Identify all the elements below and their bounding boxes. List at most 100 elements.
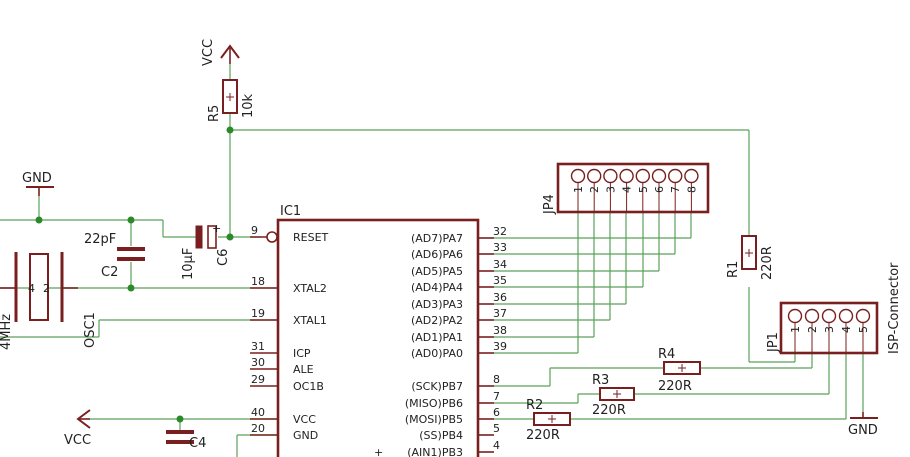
ic1-pin-label: RESET	[293, 231, 329, 244]
jp1-pin-number: 1	[789, 326, 802, 333]
ic1-pin-number: 36	[493, 291, 507, 304]
ic1-pin-number: 5	[493, 422, 500, 435]
ic1-pin-label: VCC	[293, 413, 316, 426]
jp4-pad	[570, 168, 586, 184]
jp1-pin-number: 4	[840, 326, 853, 333]
r2-name: R2	[526, 398, 543, 413]
gnd-right-label: GND	[848, 423, 878, 438]
junction	[35, 216, 43, 224]
junction	[127, 216, 135, 224]
jp1-name: JP1	[766, 332, 781, 353]
ic1-pin-label: (MISO)PB6	[405, 397, 463, 410]
jp1-pad	[855, 308, 871, 324]
ic1-pin-number: 8	[493, 373, 500, 386]
ic1-pin-label: (MOSI)PB5	[405, 413, 463, 426]
inversion-bubble	[266, 231, 278, 243]
resistor-r2: R2 220R	[526, 398, 571, 443]
crystal-pin-label: 4	[28, 282, 35, 295]
vcc-left-label: VCC	[64, 433, 91, 448]
r4-value: 220R	[658, 379, 692, 394]
capacitor-c2: 22pF C2	[84, 232, 145, 280]
capacitor-c4: C4	[166, 430, 206, 451]
ic1-pin-label: (SCK)PB7	[411, 380, 463, 393]
crystal-pin-label: 2	[43, 282, 50, 295]
ic1-pin-number: 38	[493, 324, 507, 337]
vcc-left-symbol: VCC	[64, 409, 91, 448]
ic1-pin-number: 34	[493, 258, 507, 271]
jp1-pin-number: 5	[857, 326, 870, 333]
ic1-pin-label: ICP	[293, 347, 311, 360]
ic1-pin-number: 35	[493, 274, 507, 287]
ic1-pin-number: 4	[493, 439, 500, 452]
r1-name: R1	[726, 261, 741, 278]
r4-name: R4	[658, 347, 675, 362]
ic1-pin-label: (AD0)PA0	[411, 347, 463, 360]
jp4-pin-number: 4	[621, 186, 634, 193]
c2-name: C2	[101, 265, 118, 280]
wires	[0, 64, 864, 457]
ic1-name: IC1	[280, 204, 301, 219]
r3-name: R3	[592, 373, 609, 388]
junction	[226, 233, 234, 241]
ic1-pin-label: (SS)PB4	[419, 429, 463, 442]
vcc-top-label: VCC	[201, 39, 216, 66]
osc1-name: OSC1	[83, 312, 98, 348]
jp1-pin-number: 2	[806, 326, 819, 333]
ic1-pin-label: GND	[293, 429, 318, 442]
r5-value: 10k	[241, 93, 256, 118]
ic1-pin-number: 19	[251, 307, 265, 320]
ic1-pin-number: 33	[493, 241, 507, 254]
r2-value: 220R	[526, 428, 560, 443]
ic1-pin-label: (AD7)PA7	[411, 232, 463, 245]
jp4-pad	[619, 168, 634, 184]
ic1-pin-label: (AD6)PA6	[411, 248, 463, 261]
jp4-pin-number: 1	[572, 186, 585, 193]
ic1-pin-number: 30	[251, 356, 265, 369]
svg-text:+: +	[374, 446, 383, 457]
resistor-r3: R3 220R	[592, 373, 635, 418]
crystal-osc1: 4 2 4MHz OSC1	[0, 252, 98, 350]
jp4-pin-number: 3	[604, 186, 617, 193]
jp4-pad	[587, 168, 602, 184]
svg-text:+: +	[212, 222, 221, 235]
ic1: IC1 9RESET18XTAL219XTAL131ICP30ALE29OC1B…	[250, 204, 507, 457]
ic1-pin-number: 32	[493, 225, 507, 238]
c4-name: C4	[189, 436, 206, 451]
ic1-pin-number: 37	[493, 307, 507, 320]
gnd-left-symbol: GND	[22, 171, 54, 196]
ic1-pin-number: 40	[251, 406, 265, 419]
c6-name: C6	[216, 249, 231, 266]
jp1-pin-number: 3	[823, 326, 836, 333]
r1-value: 220R	[760, 246, 775, 280]
junction	[176, 415, 184, 423]
jp4-pin-number: 2	[588, 186, 601, 193]
ic1-left-pins: 9RESET18XTAL219XTAL131ICP30ALE29OC1B40VC…	[250, 224, 329, 442]
jp4-pin-number: 7	[669, 186, 682, 193]
jp4-pad	[635, 168, 650, 184]
ic1-pin-label: (AD5)PA5	[411, 265, 463, 278]
ic1-pin-number: 31	[251, 340, 265, 353]
r3-value: 220R	[592, 403, 626, 418]
resistor-r1: R1 220R	[726, 235, 775, 280]
jp4-pad	[603, 168, 618, 184]
junction	[127, 284, 135, 292]
ic1-pin-label: (AD2)PA2	[411, 314, 463, 327]
gnd-left-label: GND	[22, 171, 52, 186]
ic1-right-pins: 32(AD7)PA733(AD6)PA634(AD5)PA535(AD4)PA4…	[405, 225, 507, 457]
ic1-pin-number: 7	[493, 390, 500, 403]
jp4-pin-number: 6	[653, 186, 666, 193]
junctions	[35, 126, 234, 423]
ic1-pin-label: (AIN1)PB3	[407, 446, 463, 457]
ic1-pin-label: XTAL2	[293, 282, 327, 295]
ic1-pin-number: 29	[251, 373, 265, 386]
ic1-pin-number: 39	[493, 340, 507, 353]
r5-name: R5	[207, 105, 222, 122]
ic1-pin-number: 9	[251, 224, 258, 237]
junction	[226, 126, 234, 134]
ic1-pin-label: (AD3)PA3	[411, 298, 463, 311]
resistor-r4: R4 220R	[658, 347, 701, 394]
